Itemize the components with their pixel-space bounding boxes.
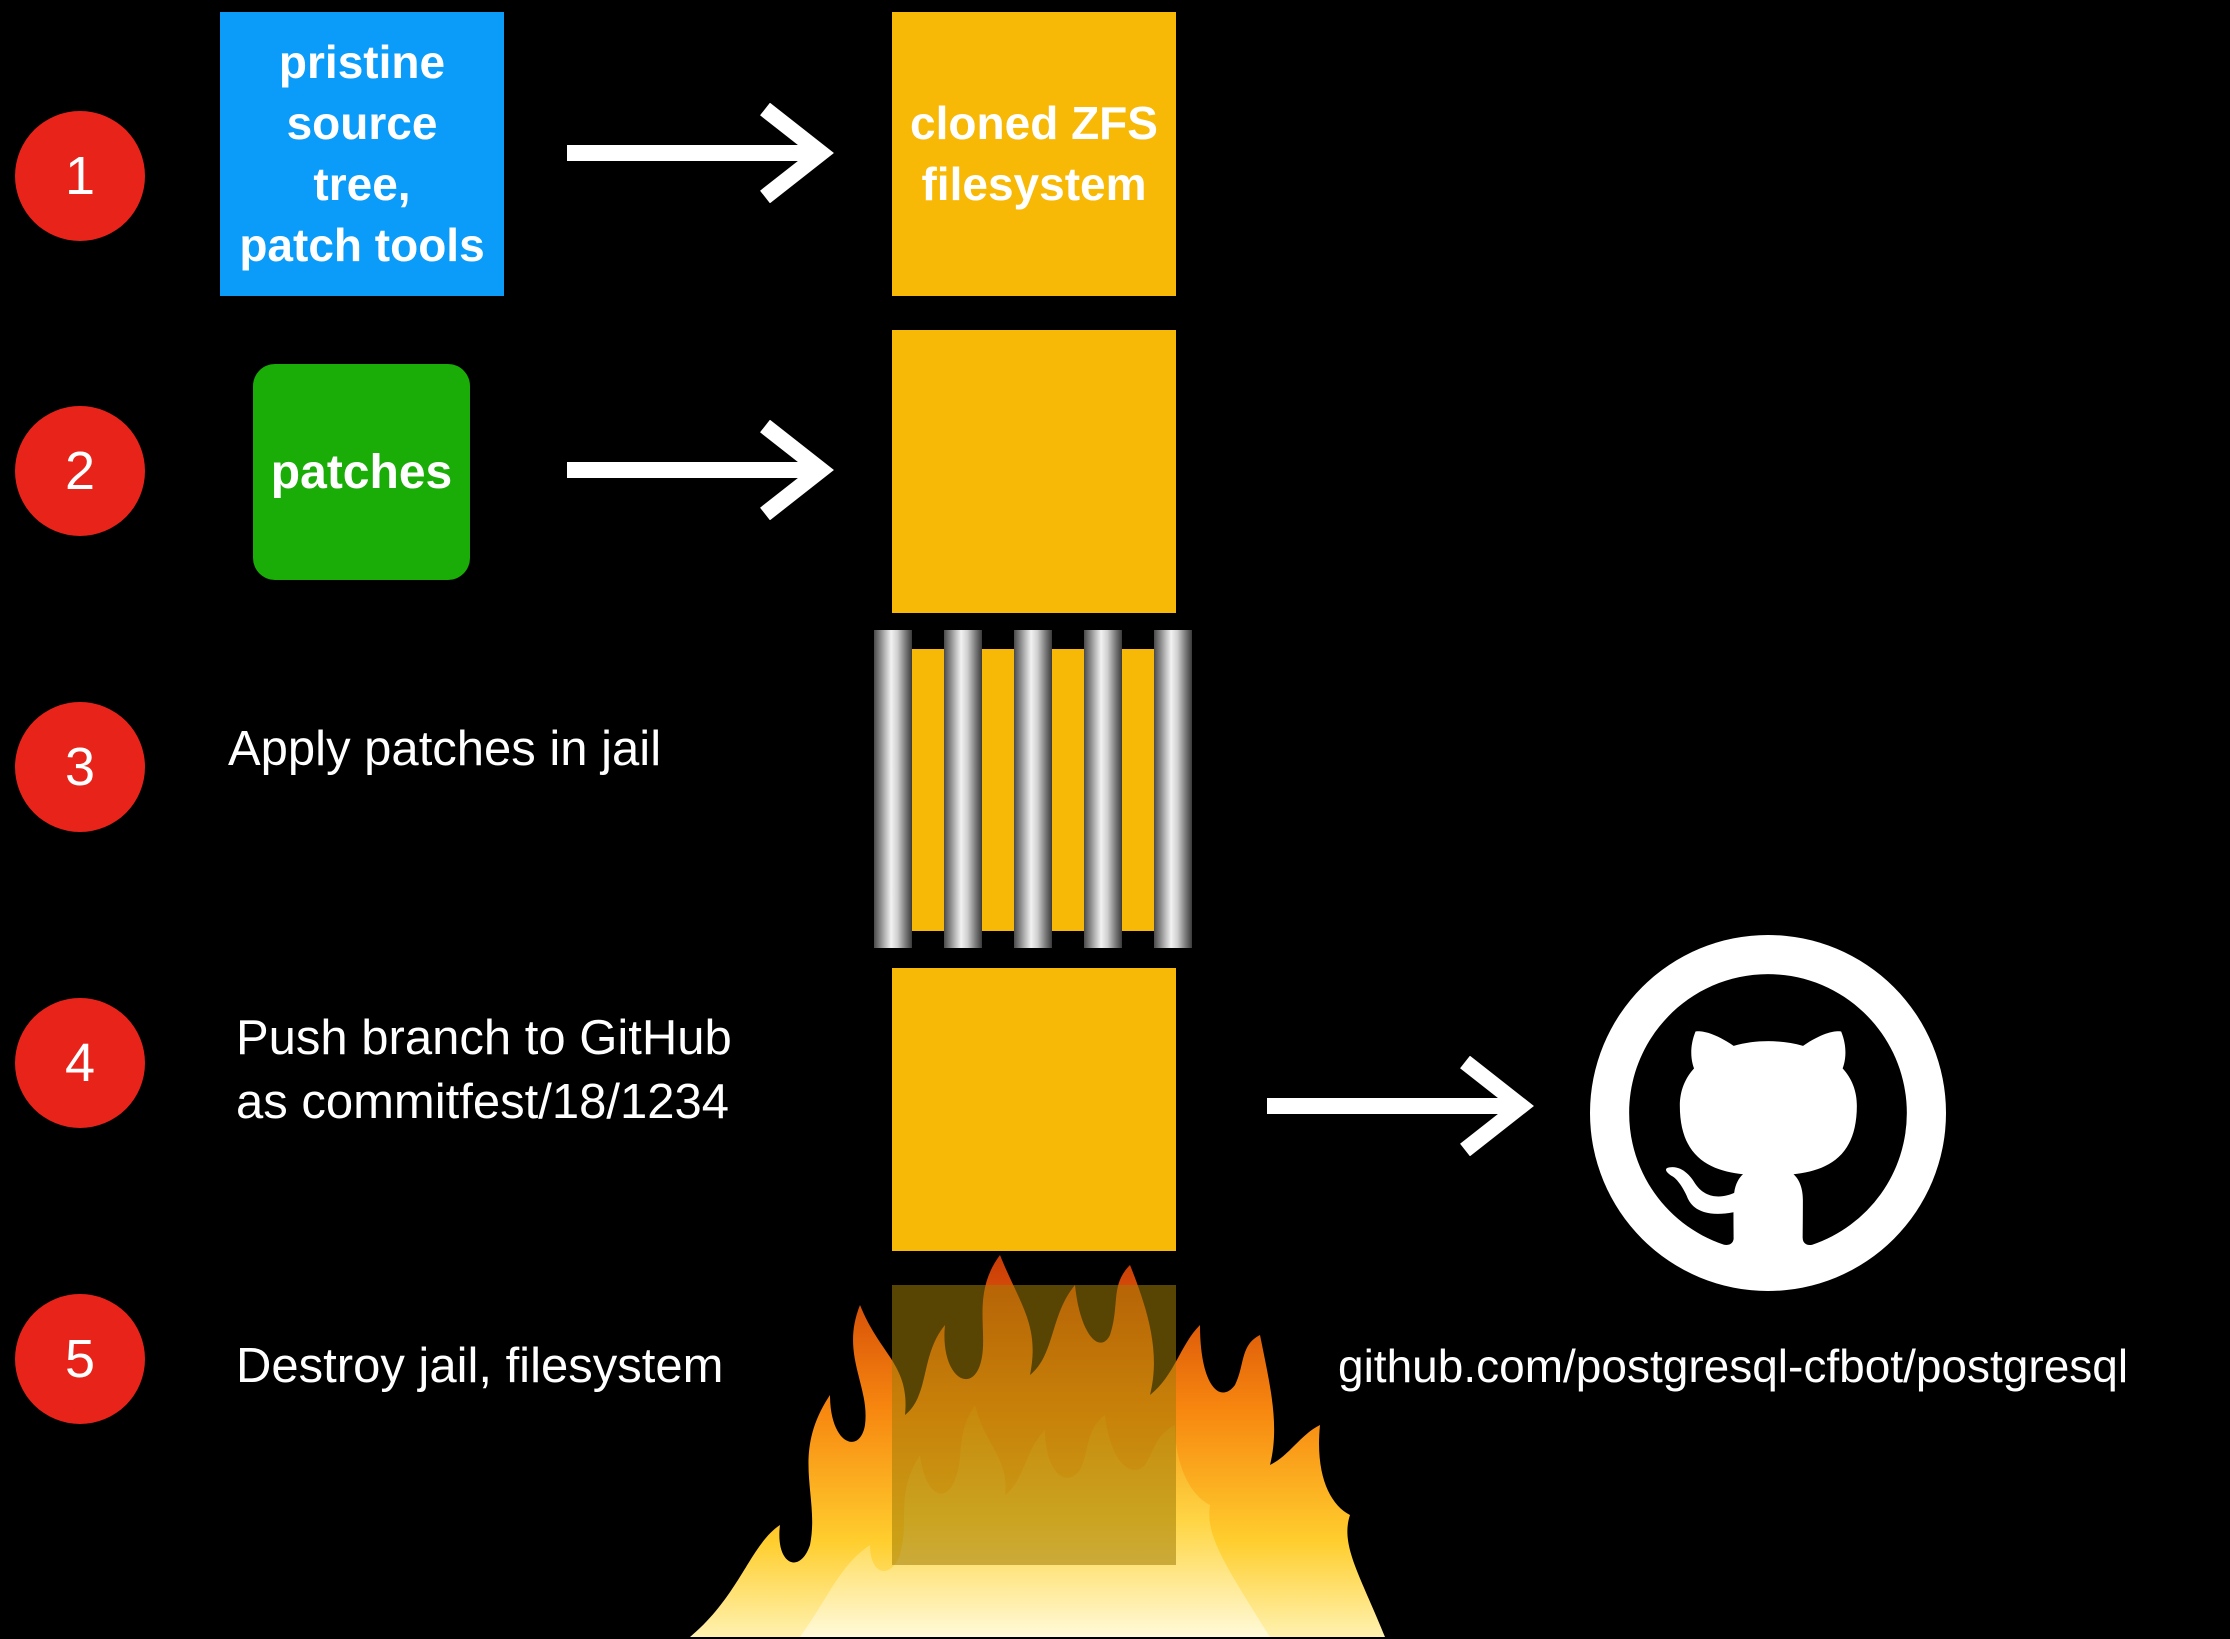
step-5-text: Destroy jail, filesystem [236, 1339, 724, 1393]
arrow-right-icon [567, 420, 834, 520]
step-3-badge: 3 [15, 702, 145, 832]
step-4-text-line2: as commitfest/18/1234 [236, 1075, 729, 1129]
zfs-label-line2: filesystem [921, 158, 1147, 210]
patches-box: patches [253, 364, 470, 580]
arrow-right-icon [1267, 1056, 1534, 1156]
pushed-filesystem-box [892, 968, 1176, 1251]
step-1-badge: 1 [15, 111, 145, 241]
pristine-source-box: pristine source tree, patch tools [220, 12, 504, 296]
step-4-badge: 4 [15, 998, 145, 1128]
step-4-text-line1: Push branch to GitHub [236, 1011, 732, 1065]
arrow-right-icon [567, 103, 834, 203]
jail-bar [1014, 630, 1052, 948]
step-5-badge: 5 [15, 1294, 145, 1424]
jail-bar [944, 630, 982, 948]
filesystem-with-patches-box [892, 330, 1176, 613]
fire-icon [690, 1255, 1385, 1637]
step-3-text: Apply patches in jail [228, 722, 662, 776]
jail-bar [874, 630, 912, 948]
github-octocat-icon [1590, 935, 1946, 1291]
cloned-zfs-filesystem-box: cloned ZFS filesystem [892, 12, 1176, 296]
jail-bar [1084, 630, 1122, 948]
github-url: github.com/postgresql-cfbot/postgresql [1338, 1340, 2129, 1392]
jail-bar [1154, 630, 1192, 948]
zfs-label-line1: cloned ZFS [910, 97, 1158, 149]
step-2-badge: 2 [15, 406, 145, 536]
